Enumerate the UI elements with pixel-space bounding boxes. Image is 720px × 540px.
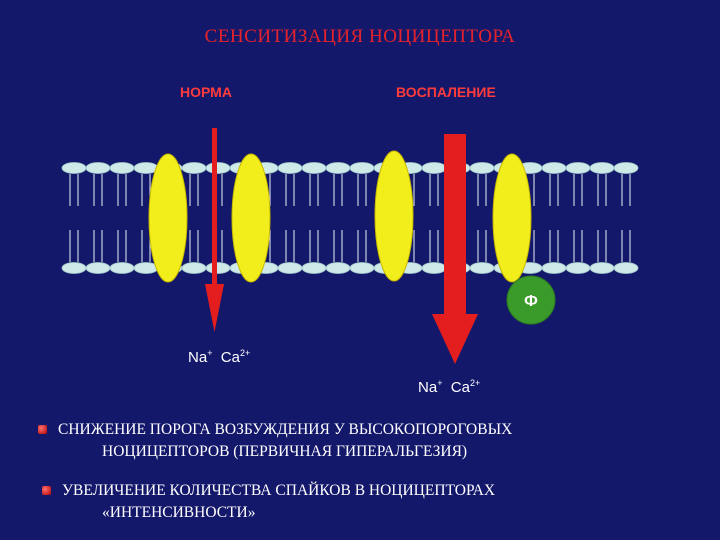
lipid-head bbox=[109, 262, 135, 274]
ion-ca: Ca bbox=[450, 379, 470, 396]
lipid-head bbox=[181, 162, 207, 174]
lipid-head bbox=[301, 162, 327, 174]
bullet-1-line-2: НОЦИЦЕПТОРОВ (ПЕРВИЧНАЯ ГИПЕРАЛЬГЕЗИЯ) bbox=[102, 443, 468, 460]
lipid-head bbox=[421, 262, 447, 274]
channel-1 bbox=[148, 153, 188, 283]
phi-label: Ф bbox=[524, 293, 538, 310]
lipid-head bbox=[205, 162, 231, 174]
page-title: СЕНСИТИЗАЦИЯ НОЦИЦЕПТОРА bbox=[204, 26, 516, 47]
lipid-head bbox=[181, 262, 207, 274]
lipid-head bbox=[565, 162, 591, 174]
ion-ca-charge: 2+ bbox=[239, 348, 251, 358]
channel-4 bbox=[492, 153, 532, 283]
bullet-1: СНИЖЕНИЕ ПОРОГА ВОЗБУЖДЕНИЯ У ВЫСОКОПОРО… bbox=[38, 419, 698, 463]
lipid-head bbox=[325, 262, 351, 274]
lipid-head bbox=[349, 162, 375, 174]
lipid-head bbox=[325, 162, 351, 174]
channel-3 bbox=[374, 150, 414, 282]
lipid-head bbox=[589, 262, 615, 274]
lipid-head bbox=[613, 262, 639, 274]
lipid-head bbox=[85, 262, 111, 274]
lipid-head bbox=[349, 262, 375, 274]
lipid-head bbox=[205, 262, 231, 274]
lipid-head bbox=[469, 262, 495, 274]
ion-na-charge: + bbox=[437, 378, 443, 388]
ion-na-charge: + bbox=[207, 348, 213, 358]
ion-ca: Ca bbox=[220, 349, 240, 366]
bullet-icon bbox=[38, 425, 47, 434]
ion-na: Na bbox=[418, 379, 438, 396]
lipid-head bbox=[61, 262, 87, 274]
arrow-inflammation-icon bbox=[432, 134, 478, 364]
channel-2 bbox=[231, 153, 271, 283]
lipid-head bbox=[301, 262, 327, 274]
ions-norm: Na+ Ca2+ bbox=[188, 348, 250, 366]
bullet-1-line-1: СНИЖЕНИЕ ПОРОГА ВОЗБУЖДЕНИЯ У ВЫСОКОПОРО… bbox=[58, 421, 513, 438]
bullet-icon bbox=[42, 486, 51, 495]
bullet-2-line-2: «ИНТЕНСИВНОСТИ» bbox=[102, 504, 256, 521]
lipid-head bbox=[613, 162, 639, 174]
lipid-head bbox=[589, 162, 615, 174]
lipid-head bbox=[565, 262, 591, 274]
lipid-head bbox=[61, 162, 87, 174]
lipid-head bbox=[541, 162, 567, 174]
lipid-head bbox=[421, 162, 447, 174]
bullet-2: УВЕЛИЧЕНИЕ КОЛИЧЕСТВА СПАЙКОВ В НОЦИЦЕПТ… bbox=[42, 480, 702, 524]
ion-ca-charge: 2+ bbox=[469, 378, 481, 388]
lipid-head bbox=[85, 162, 111, 174]
bullet-2-line-1: УВЕЛИЧЕНИЕ КОЛИЧЕСТВА СПАЙКОВ В НОЦИЦЕПТ… bbox=[62, 482, 496, 499]
lipid-head bbox=[541, 262, 567, 274]
lipid-head bbox=[277, 162, 303, 174]
label-norm: НОРМА bbox=[180, 84, 232, 100]
label-inflammation: ВОСПАЛЕНИЕ bbox=[396, 84, 496, 100]
lipid-head bbox=[277, 262, 303, 274]
phi-circle: Ф bbox=[506, 275, 556, 325]
ion-na: Na bbox=[188, 349, 208, 366]
lipid-head bbox=[469, 162, 495, 174]
membrane-diagram: Ф bbox=[61, 128, 639, 364]
ions-inflammation: Na+ Ca2+ bbox=[418, 378, 480, 396]
lipid-bilayer bbox=[61, 162, 639, 274]
arrow-norm-icon bbox=[205, 128, 224, 332]
lipid-head bbox=[109, 162, 135, 174]
